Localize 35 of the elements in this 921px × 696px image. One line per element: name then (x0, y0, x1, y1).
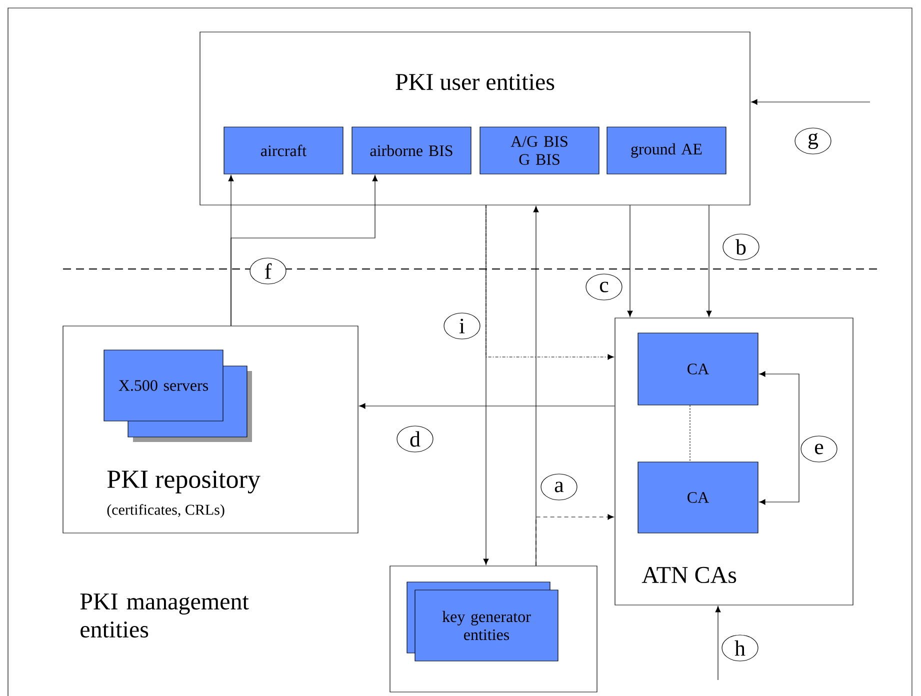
entity-box: CA (638, 332, 758, 406)
edge-label: e (800, 436, 838, 462)
heading: PKI user entities (396, 74, 554, 90)
entity-box: key generator entities (414, 590, 558, 662)
container-box (614, 318, 854, 606)
edge-label: f (250, 258, 286, 284)
container-box (200, 32, 750, 206)
entity-box: CA (638, 462, 758, 534)
edge-label: h (722, 634, 758, 662)
edge-label: a (540, 474, 578, 500)
edge-label: b (722, 234, 760, 260)
arrow (230, 175, 378, 326)
arrow (759, 371, 800, 505)
container-box (390, 566, 598, 692)
heading: PKI repository (107, 470, 260, 494)
entity-box: X.500 servers (104, 350, 224, 422)
arrow (536, 514, 614, 566)
label: PKI management entities (80, 594, 249, 638)
edge-label: g (794, 128, 832, 154)
container-box (62, 326, 358, 534)
edge-label: i (444, 312, 480, 340)
entity-box: A/G BIS G BIS (480, 126, 600, 174)
subheading: (certificates, CRLs) (107, 504, 224, 518)
edge-label: d (396, 426, 434, 452)
arrow (359, 403, 615, 409)
arrow (486, 205, 614, 360)
arrow (706, 205, 712, 317)
entity-box: ground AE (606, 126, 726, 174)
heading: ATN CAs (642, 566, 736, 584)
entity-box: aircraft (224, 126, 344, 174)
edge-label: c (586, 274, 622, 300)
arrow (715, 606, 721, 680)
arrow (751, 99, 870, 105)
arrow (627, 205, 633, 317)
entity-box: airborne BIS (352, 126, 472, 174)
